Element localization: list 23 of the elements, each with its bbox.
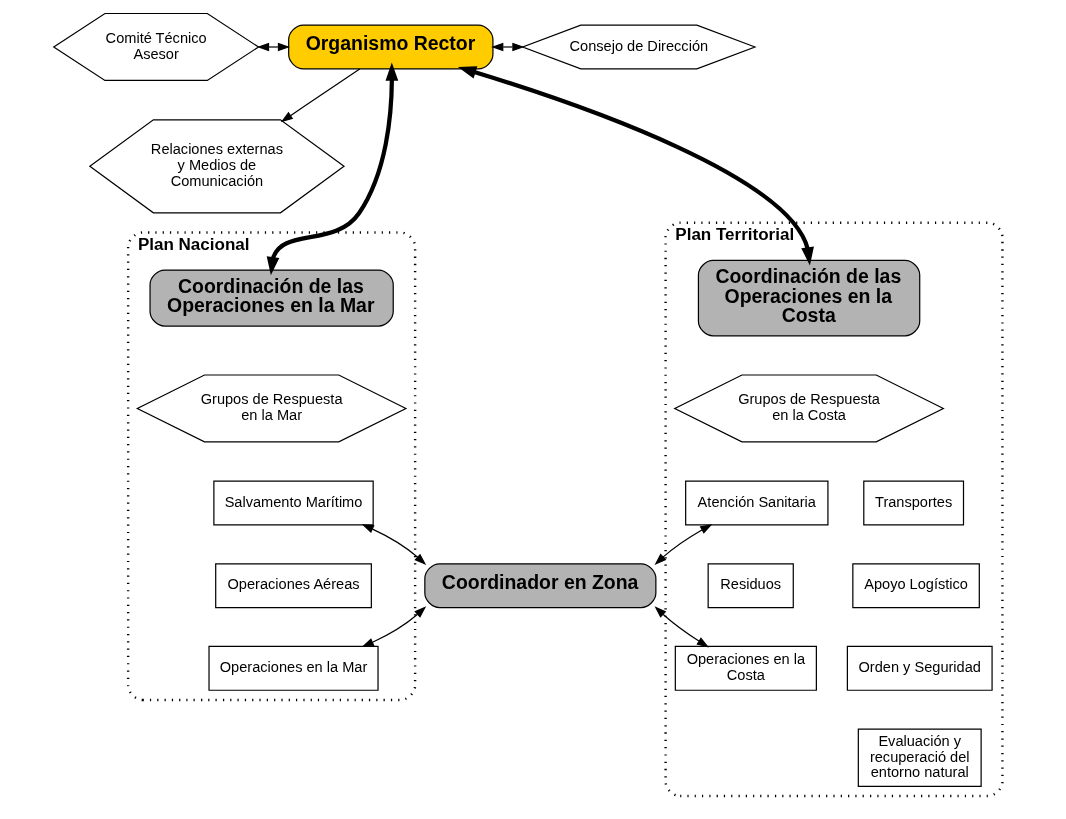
arrow bbox=[361, 524, 427, 566]
node-box: Salvamento Marítimo bbox=[213, 480, 374, 526]
node-box: Transportes bbox=[863, 480, 965, 526]
arrow bbox=[491, 42, 525, 52]
arrow bbox=[654, 606, 709, 648]
node-box: Residuos bbox=[707, 563, 794, 609]
arrow bbox=[280, 68, 361, 123]
arrow bbox=[266, 62, 399, 276]
node-box: Orden y Seguridad bbox=[846, 645, 993, 691]
node-box: Organismo Rector bbox=[288, 24, 494, 70]
node-box: Apoyo Logístico bbox=[852, 563, 980, 609]
node-box: Atención Sanitaria bbox=[685, 480, 829, 526]
node-box: Operaciones Aéreas bbox=[215, 563, 372, 609]
node-box: Evaluación y recuperació del entorno natural bbox=[857, 728, 982, 787]
arrow bbox=[457, 66, 814, 266]
node-box: Operaciones en la Mar bbox=[208, 645, 379, 691]
arrow bbox=[256, 42, 291, 52]
node-box: Operaciones en la Costa bbox=[674, 645, 817, 691]
arrow bbox=[361, 606, 427, 648]
node-box: Coordinación de las Operaciones en la Mar bbox=[149, 269, 394, 327]
node-box: Coordinador en Zona bbox=[424, 563, 657, 609]
arrow bbox=[654, 524, 713, 566]
node-box: Coordinación de las Operaciones en la Costa bbox=[697, 259, 921, 337]
